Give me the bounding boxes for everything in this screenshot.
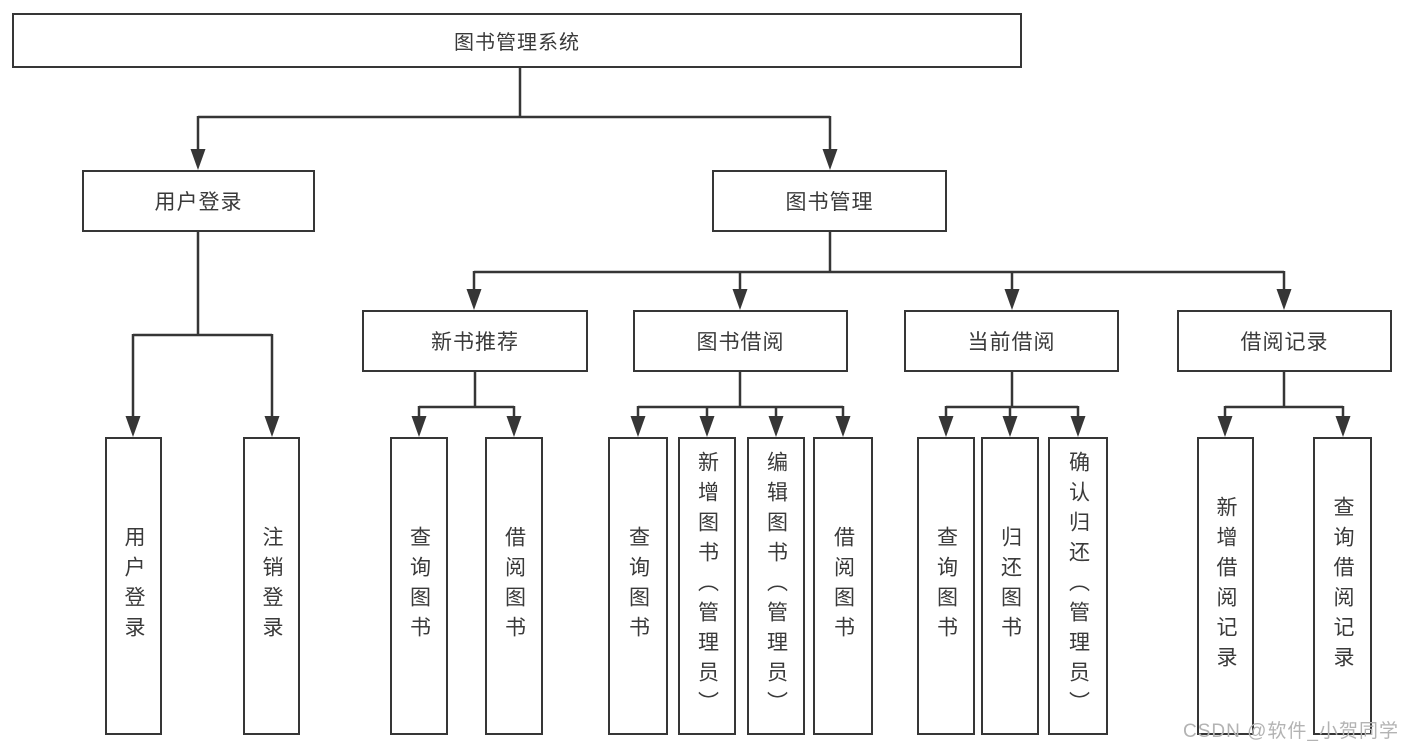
leaf-add-borrow-record: 新增借阅记录 <box>1197 437 1254 735</box>
leaf-borrow-books: 借阅图书 <box>813 437 873 735</box>
node-new-book-recommend: 新书推荐 <box>362 310 588 372</box>
node-book-borrow: 图书借阅 <box>633 310 848 372</box>
node-book-management: 图书管理 <box>712 170 947 232</box>
node-label: 图书管理 <box>785 191 874 214</box>
leaf-query-books-current: 查询图书 <box>917 437 975 735</box>
leaf-edit-books-admin: 编辑图书（管理员） <box>747 437 805 735</box>
leaf-borrow-books-recommend: 借阅图书 <box>485 437 543 735</box>
leaf-label: 查询借阅记录 <box>1331 496 1354 676</box>
leaf-label: 确认归还（管理员） <box>1066 451 1090 721</box>
leaf-query-books-borrow: 查询图书 <box>608 437 668 735</box>
node-borrow-records: 借阅记录 <box>1177 310 1392 372</box>
node-label: 新书推荐 <box>431 331 519 354</box>
leaf-label: 查询图书 <box>934 526 958 646</box>
leaf-logout: 注销登录 <box>243 437 300 735</box>
leaf-confirm-return-admin: 确认归还（管理员） <box>1048 437 1108 735</box>
leaf-label: 注销登录 <box>260 526 283 646</box>
node-library-management-system: 图书管理系统 <box>12 13 1022 68</box>
node-label: 图书管理系统 <box>454 32 580 54</box>
leaf-label: 新增图书（管理员） <box>695 451 719 721</box>
leaf-add-books-admin: 新增图书（管理员） <box>678 437 736 735</box>
leaf-query-books-recommend: 查询图书 <box>390 437 448 735</box>
csdn-watermark: CSDN @软件_小贺同学 <box>1183 721 1399 742</box>
leaf-label: 用户登录 <box>122 526 145 646</box>
node-label: 当前借阅 <box>967 331 1056 354</box>
leaf-label: 新增借阅记录 <box>1214 496 1237 676</box>
node-label: 借阅记录 <box>1240 331 1329 354</box>
node-user-login: 用户登录 <box>82 170 315 232</box>
leaf-label: 查询图书 <box>407 526 431 646</box>
node-label: 用户登录 <box>154 191 243 214</box>
leaf-user-login: 用户登录 <box>105 437 162 735</box>
leaf-label: 借阅图书 <box>831 526 855 646</box>
leaf-label: 查询图书 <box>626 526 650 646</box>
leaf-label: 借阅图书 <box>502 526 526 646</box>
leaf-return-books: 归还图书 <box>981 437 1039 735</box>
leaf-label: 归还图书 <box>998 526 1022 646</box>
node-current-borrow: 当前借阅 <box>904 310 1119 372</box>
leaf-label: 编辑图书（管理员） <box>764 451 788 721</box>
leaf-query-borrow-record: 查询借阅记录 <box>1313 437 1372 735</box>
node-label: 图书借阅 <box>696 331 785 354</box>
